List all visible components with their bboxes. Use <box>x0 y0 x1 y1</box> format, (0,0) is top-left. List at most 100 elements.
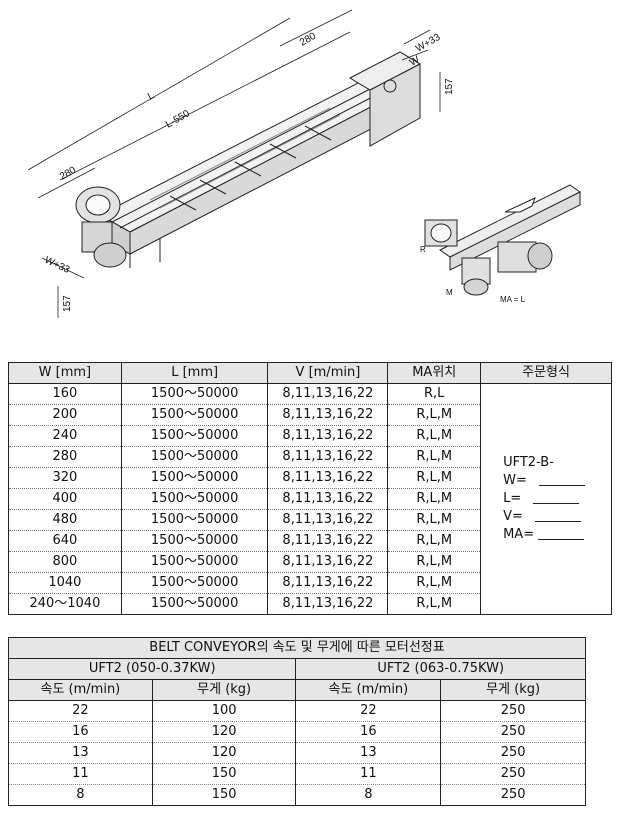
motor-group-row: UFT2 (050-0.37KW) UFT2 (063-0.75KW) <box>7 658 586 680</box>
cell-ma: R,L,M <box>387 530 482 552</box>
cell-speed: 16 <box>8 721 153 743</box>
cell-v: 8,11,13,16,22 <box>267 467 389 489</box>
cell-speed: 8 <box>295 784 442 806</box>
cell-ma: R,L,M <box>387 425 482 447</box>
cell-v: 8,11,13,16,22 <box>267 404 389 426</box>
dim-w33-left: W+33 <box>43 255 72 276</box>
header-speed-right: 속도 (m/min) <box>295 679 442 701</box>
cell-v: 8,11,13,16,22 <box>267 425 389 447</box>
cell-weight: 250 <box>440 700 586 722</box>
cell-ma: R,L,M <box>387 467 482 489</box>
cell-l: 1500～50000 <box>120 488 269 510</box>
cell-l: 1500～50000 <box>120 446 269 468</box>
order-v-label: V= <box>503 509 523 524</box>
cell-v: 8,11,13,16,22 <box>267 446 389 468</box>
cell-weight: 100 <box>151 700 297 722</box>
order-w-label: W= <box>503 473 527 488</box>
cell-v: 8,11,13,16,22 <box>267 383 389 405</box>
spec-table: W [mm] L [mm] V [m/min] MA위치 주문형식 160 15… <box>8 362 612 615</box>
cell-speed: 11 <box>8 763 153 785</box>
table-row: 160 1500～50000 8,11,13,16,22 R,L UFT2-B-… <box>8 383 612 615</box>
cell-weight: 120 <box>151 742 297 764</box>
header-l: L [mm] <box>120 362 269 384</box>
order-l: L= <box>503 490 611 508</box>
blank-line <box>538 529 585 540</box>
cell-ma: R,L,M <box>387 488 482 510</box>
motor-group-left: UFT2 (050-0.37KW) <box>7 658 297 680</box>
cell-weight: 150 <box>151 784 297 806</box>
header-weight-left: 무게 (kg) <box>151 679 297 701</box>
detail-label-ma: MA = L <box>500 295 526 304</box>
cell-speed: 22 <box>295 700 442 722</box>
detail-label-r: R <box>420 245 426 254</box>
cell-ma: R,L,M <box>387 593 482 615</box>
header-order: 주문형식 <box>480 362 612 384</box>
dim-L-minus: L-550 <box>164 108 192 131</box>
cell-speed: 22 <box>8 700 153 722</box>
order-w: W= <box>503 472 611 490</box>
cell-weight: 150 <box>151 763 297 785</box>
cell-w: 400 <box>8 488 122 510</box>
cell-w: 280 <box>8 446 122 468</box>
cell-w: 240～1040 <box>8 593 122 615</box>
cell-w: 800 <box>8 551 122 573</box>
blank-line <box>534 511 581 522</box>
dim-157-left: 157 <box>62 295 73 312</box>
dim-157-right: 157 <box>444 78 455 95</box>
order-v: V= <box>503 508 611 526</box>
cell-ma: R,L,M <box>387 404 482 426</box>
order-ma-label: MA= <box>503 527 535 542</box>
cell-weight: 250 <box>440 721 586 743</box>
cell-v: 8,11,13,16,22 <box>267 551 389 573</box>
header-ma: MA위치 <box>387 362 482 384</box>
detail-label-m: M <box>446 288 453 297</box>
cell-speed: 13 <box>8 742 153 764</box>
header-speed-left: 속도 (m/min) <box>8 679 153 701</box>
cell-l: 1500～50000 <box>120 404 269 426</box>
cell-weight: 250 <box>440 742 586 764</box>
motor-title-row: BELT CONVEYOR의 속도 및 무게에 따른 모터선정표 <box>8 637 586 659</box>
cell-weight: 250 <box>440 763 586 785</box>
cell-w: 240 <box>8 425 122 447</box>
cell-l: 1500～50000 <box>120 530 269 552</box>
conveyor-drawing: L L-550 280 280 W+33 W+33 W 157 157 R M … <box>27 9 581 318</box>
motor-position-detail <box>424 184 581 296</box>
dim-w33-right: W+33 <box>414 32 443 55</box>
cell-ma: R,L,M <box>387 551 482 573</box>
cell-v: 8,11,13,16,22 <box>267 572 389 594</box>
header-v: V [m/min] <box>267 362 389 384</box>
spec-header-row: W [mm] L [mm] V [m/min] MA위치 주문형식 <box>8 362 612 384</box>
cell-w: 160 <box>8 383 122 405</box>
cell-ma: R,L,M <box>387 572 482 594</box>
motor-group-right: UFT2 (063-0.75KW) <box>295 658 586 680</box>
cell-speed: 8 <box>8 784 153 806</box>
cell-w: 640 <box>8 530 122 552</box>
cell-l: 1500～50000 <box>120 551 269 573</box>
blank-line <box>538 475 585 486</box>
cell-ma: R,L <box>387 383 482 405</box>
order-ma: MA= <box>503 526 611 544</box>
cell-v: 8,11,13,16,22 <box>267 530 389 552</box>
cell-w: 320 <box>8 467 122 489</box>
cell-l: 1500～50000 <box>120 593 269 615</box>
cell-speed: 13 <box>295 742 442 764</box>
dim-L: L <box>146 90 157 103</box>
header-w: W [mm] <box>8 362 122 384</box>
cell-v: 8,11,13,16,22 <box>267 488 389 510</box>
cell-l: 1500～50000 <box>120 383 269 405</box>
cell-weight: 120 <box>151 721 297 743</box>
cell-v: 8,11,13,16,22 <box>267 593 389 615</box>
motor-header-row: 속도 (m/min) 무게 (kg) 속도 (m/min) 무게 (kg) <box>8 679 586 701</box>
blank-line <box>533 493 580 504</box>
